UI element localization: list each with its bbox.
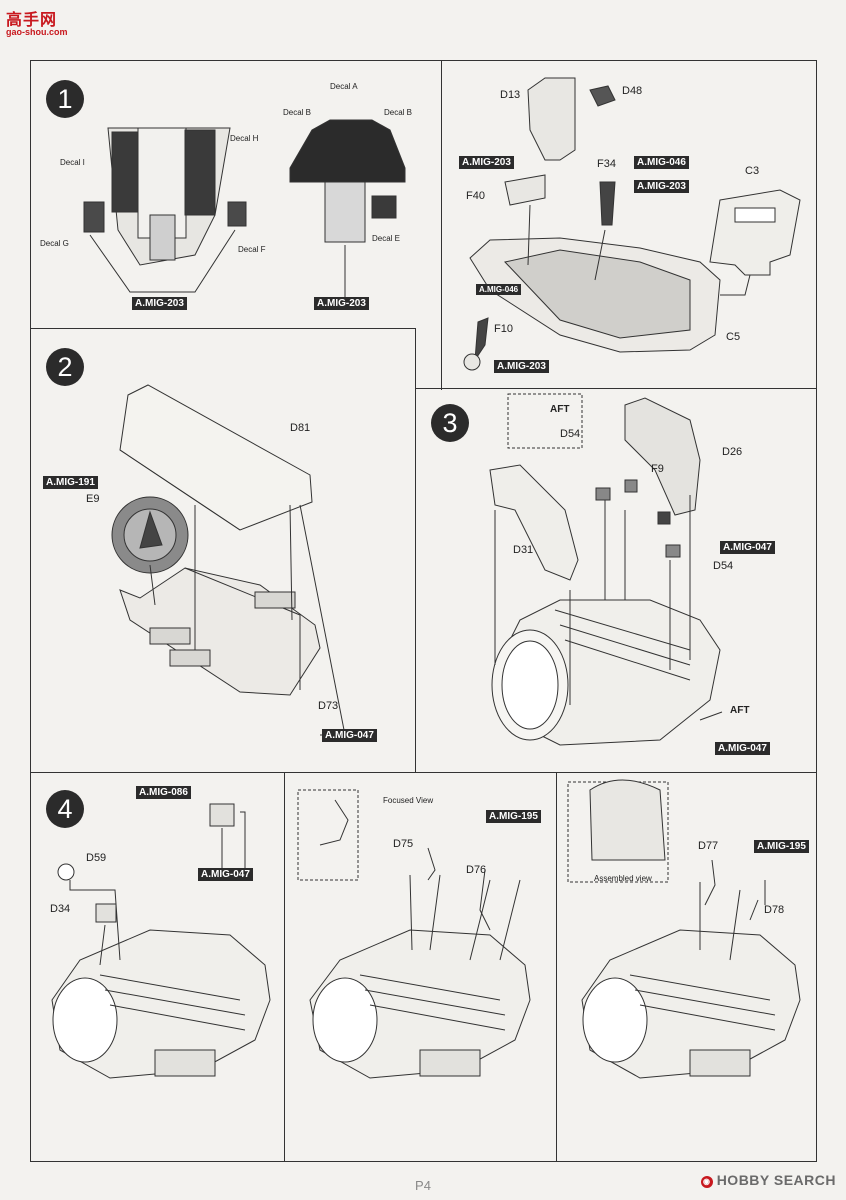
label-d31: D31 (513, 544, 534, 556)
label-d75: D75 (393, 838, 414, 850)
label-decal-a: Decal A (330, 82, 358, 91)
paint-tag-step1-mid: A.MIG-203 (314, 297, 369, 310)
divider-h-1a (30, 328, 415, 329)
step-3-badge: 3 (431, 404, 469, 442)
label-aft-box: AFT (550, 404, 570, 415)
divider-h-1b (415, 388, 817, 389)
paint-tag-step3-right: A.MIG-047 (720, 541, 775, 554)
paint-tag-step4-right: A.MIG-195 (754, 840, 809, 853)
watermark-icon: ◉ (700, 1176, 713, 1188)
label-d54-box: D54 (560, 428, 581, 440)
label-d81: D81 (290, 422, 311, 434)
watermark-text: HOBBY SEARCH (716, 1172, 836, 1188)
paint-tag-f40: A.MIG-203 (459, 156, 514, 169)
label-focused-view: Focused View (383, 796, 434, 805)
step-2-badge: 2 (46, 348, 84, 386)
label-d48: D48 (622, 85, 643, 97)
label-d13: D13 (500, 89, 521, 101)
label-d77: D77 (698, 840, 719, 852)
label-f40: F40 (466, 190, 485, 202)
site-logo-text: 高手网 (6, 12, 58, 29)
label-aft: AFT (730, 705, 750, 716)
paint-tag-f10-2: A.MIG-203 (494, 360, 549, 373)
paint-tag-step4-top1: A.MIG-086 (136, 786, 191, 799)
divider-v-4a (284, 772, 285, 1162)
label-f34: F34 (597, 158, 616, 170)
site-logo-url: gao-shou.com (6, 27, 68, 37)
label-c3: C3 (745, 165, 760, 177)
label-f10: F10 (494, 323, 513, 335)
paint-tag-f34-2: A.MIG-203 (634, 180, 689, 193)
label-decal-i: Decal I (60, 158, 85, 167)
divider-v-mid (415, 328, 416, 772)
paint-tag-f10-1: A.MIG-046 (476, 284, 522, 295)
page-number: P4 (415, 1178, 431, 1193)
paint-tag-step1-left: A.MIG-203 (132, 297, 187, 310)
paint-tag-f34-1: A.MIG-046 (634, 156, 689, 169)
step-1-badge: 1 (46, 80, 84, 118)
watermark: ◉HOBBY SEARCH (700, 1172, 836, 1188)
label-c5: C5 (726, 331, 741, 343)
label-d26: D26 (722, 446, 743, 458)
label-d73: D73 (318, 700, 339, 712)
site-logo: 高手网 gao-shou.com (6, 6, 70, 40)
label-decal-b-right: Decal B (384, 108, 413, 117)
label-d54: D54 (713, 560, 734, 572)
label-d59: D59 (86, 852, 107, 864)
paint-tag-step4-mid: A.MIG-195 (486, 810, 541, 823)
label-decal-h: Decal H (230, 134, 259, 143)
instruction-frame (30, 60, 817, 1162)
paint-tag-e9: A.MIG-191 (43, 476, 98, 489)
divider-v-4b (556, 772, 557, 1162)
divider-h-2 (30, 772, 817, 773)
step-4-badge: 4 (46, 790, 84, 828)
label-d78: D78 (764, 904, 785, 916)
divider-v-top (441, 60, 442, 390)
paint-tag-step2-bottom: A.MIG-047 (322, 729, 377, 742)
label-f9: F9 (651, 463, 664, 475)
paint-tag-step4-top2: A.MIG-047 (198, 868, 253, 881)
label-e9: E9 (86, 493, 100, 505)
label-decal-b-left: Decal B (283, 108, 312, 117)
label-decal-g: Decal G (40, 239, 69, 248)
label-d34: D34 (50, 903, 71, 915)
label-assembled-view: Assembled view (594, 874, 652, 883)
label-decal-e: Decal E (372, 234, 401, 243)
paint-tag-step3-bottom: A.MIG-047 (715, 742, 770, 755)
label-d76: D76 (466, 864, 487, 876)
label-decal-f: Decal F (238, 245, 266, 254)
